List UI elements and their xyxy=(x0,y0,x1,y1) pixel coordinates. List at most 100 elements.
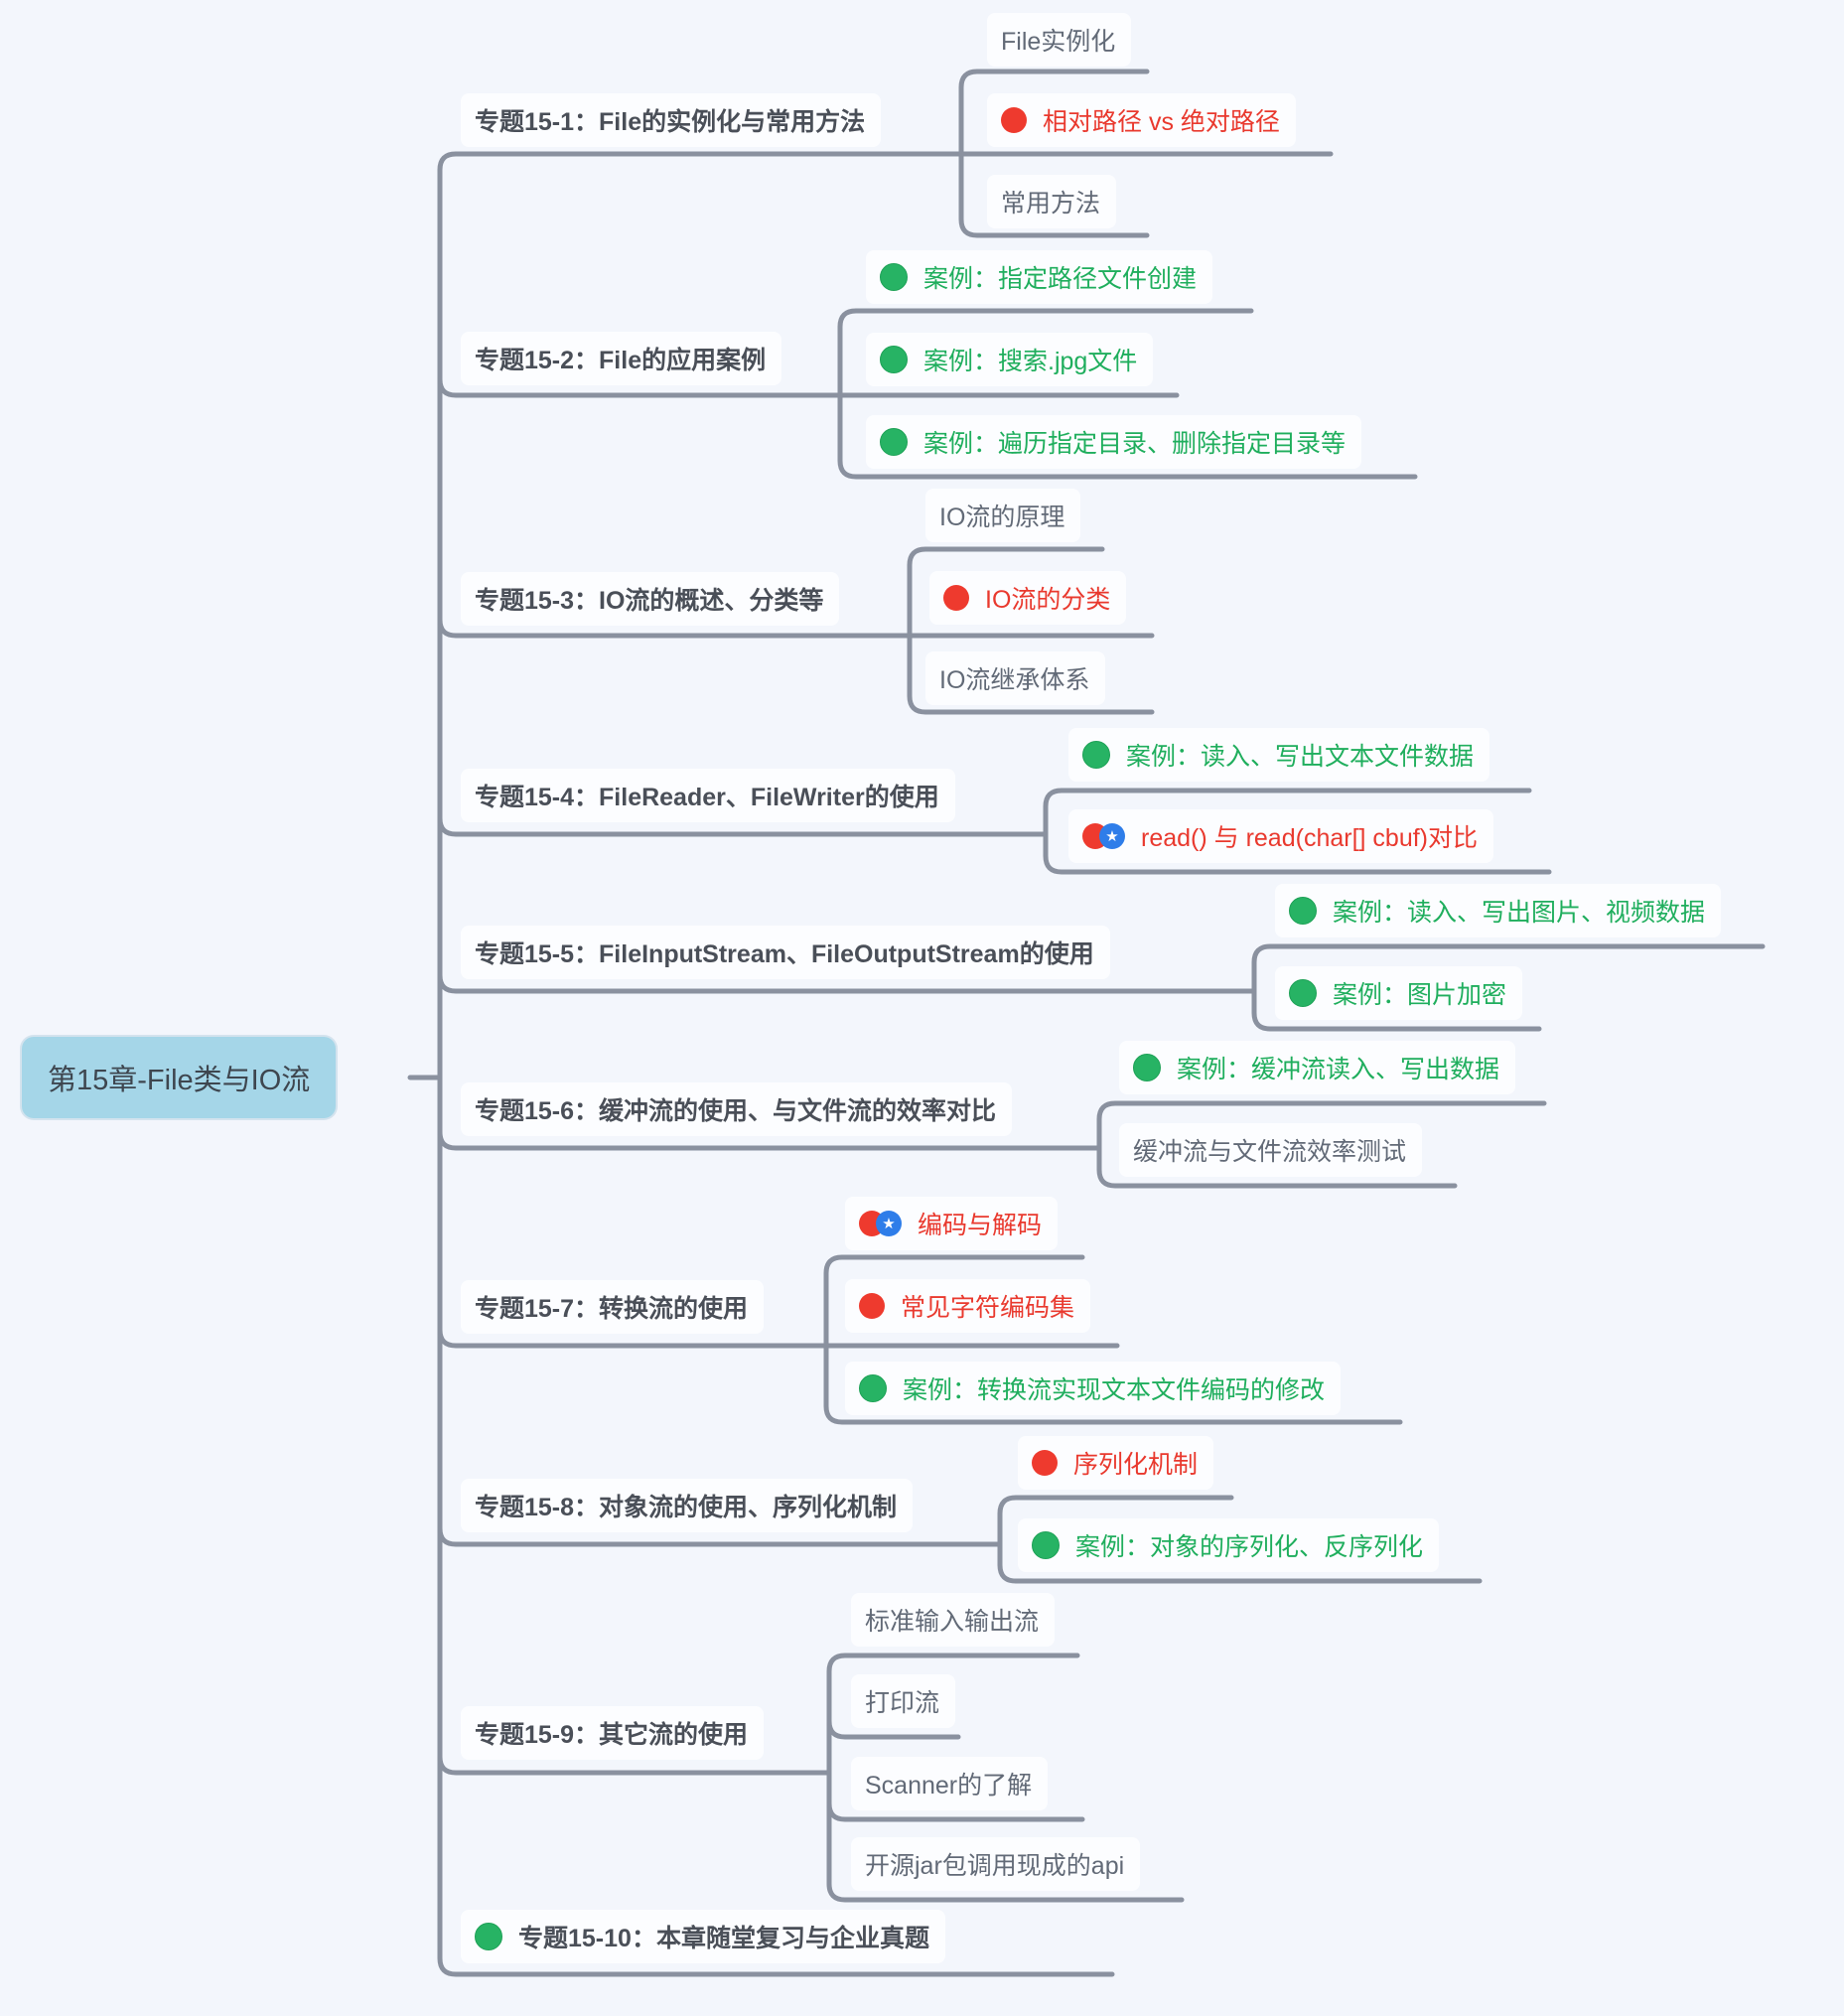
red-dot-icon xyxy=(1032,1450,1058,1476)
child-label: 案例：搜索.jpg文件 xyxy=(923,348,1138,375)
topic-label: 专题15-7：转换流的使用 xyxy=(475,1295,749,1323)
child-node[interactable]: 案例：读入、写出文本文件数据 xyxy=(1068,728,1490,782)
branch-connector xyxy=(437,1525,1003,1547)
child-label: 编码与解码 xyxy=(918,1212,1043,1239)
topic-label: 专题15-1：File的实例化与常用方法 xyxy=(475,108,866,136)
topic-node-15-5[interactable]: 专题15-5：FileInputStream、FileOutputStream的… xyxy=(461,926,1110,979)
child-node[interactable]: read() 与 read(char[] cbuf)对比 xyxy=(1068,809,1493,863)
bracket-connector xyxy=(997,1495,1483,1584)
child-node[interactable]: 相对路径 vs 绝对路径 xyxy=(987,93,1296,147)
child-label: 案例：图片加密 xyxy=(1333,981,1507,1009)
child-node[interactable]: 标准输入输出流 xyxy=(851,1593,1056,1647)
child-label: 常用方法 xyxy=(1001,190,1101,217)
bracket-connector xyxy=(907,546,1155,715)
star-badge-icon xyxy=(1082,823,1125,849)
branch-connector xyxy=(437,972,1257,994)
child-node[interactable]: 案例：读入、写出图片、视频数据 xyxy=(1275,884,1722,937)
child-node[interactable]: IO流的原理 xyxy=(925,489,1081,542)
topic-node-15-10[interactable]: 专题15-10：本章随堂复习与企业真题 xyxy=(461,1910,945,1963)
red-dot-icon xyxy=(859,1293,885,1319)
child-label: 案例：对象的序列化、反序列化 xyxy=(1075,1533,1424,1561)
green-dot-icon xyxy=(880,428,908,456)
child-label: 标准输入输出流 xyxy=(865,1608,1040,1636)
topic-node-15-7[interactable]: 专题15-7：转换流的使用 xyxy=(461,1280,765,1334)
green-dot-icon xyxy=(1289,979,1317,1007)
child-label: 案例：遍历指定目录、删除指定目录等 xyxy=(923,430,1347,458)
child-label: 案例：转换流实现文本文件编码的修改 xyxy=(903,1376,1326,1404)
child-node[interactable]: 序列化机制 xyxy=(1018,1436,1214,1490)
child-node[interactable]: 打印流 xyxy=(851,1674,956,1728)
child-label: 缓冲流与文件流效率测试 xyxy=(1133,1138,1407,1166)
bracket-connector xyxy=(1251,943,1766,1032)
child-label: 案例：读入、写出图片、视频数据 xyxy=(1333,899,1706,927)
child-node[interactable]: 编码与解码 xyxy=(845,1197,1059,1250)
child-label: 相对路径 vs 绝对路径 xyxy=(1043,108,1280,136)
bracket-connector xyxy=(826,1800,1085,1822)
red-dot-icon xyxy=(943,585,969,611)
star-icon xyxy=(1099,823,1125,849)
green-dot-icon xyxy=(1289,897,1317,925)
branch-connector xyxy=(437,376,1180,398)
topic-label: 专题15-4：FileReader、FileWriter的使用 xyxy=(475,784,939,811)
star-icon xyxy=(876,1211,902,1236)
green-dot-icon xyxy=(859,1374,887,1402)
topic-node-15-4[interactable]: 专题15-4：FileReader、FileWriter的使用 xyxy=(461,769,955,822)
child-node[interactable]: 缓冲流与文件流效率测试 xyxy=(1119,1123,1423,1177)
bracket-connector xyxy=(1043,788,1552,875)
topic-node-15-2[interactable]: 专题15-2：File的应用案例 xyxy=(461,332,782,385)
root-node[interactable]: 第15章-File类与IO流 xyxy=(22,1037,337,1118)
topic-node-15-8[interactable]: 专题15-8：对象流的使用、序列化机制 xyxy=(461,1479,914,1532)
child-label: Scanner的了解 xyxy=(865,1772,1033,1800)
child-label: 常见字符编码集 xyxy=(901,1294,1075,1322)
child-label: IO流的原理 xyxy=(939,504,1065,531)
topic-label: 专题15-5：FileInputStream、FileOutputStream的… xyxy=(475,940,1094,968)
child-label: 开源jar包调用现成的api xyxy=(865,1852,1125,1880)
child-label: read() 与 read(char[] cbuf)对比 xyxy=(1141,824,1478,852)
child-node[interactable]: 案例：遍历指定目录、删除指定目录等 xyxy=(866,415,1362,469)
child-node[interactable]: 案例：对象的序列化、反序列化 xyxy=(1018,1518,1440,1572)
child-node[interactable]: 案例：搜索.jpg文件 xyxy=(866,333,1154,386)
child-node[interactable]: 案例：图片加密 xyxy=(1275,966,1523,1020)
green-dot-icon xyxy=(880,346,908,373)
child-label: IO流的分类 xyxy=(985,586,1111,614)
green-dot-icon xyxy=(1032,1531,1060,1559)
child-node[interactable]: 案例：转换流实现文本文件编码的修改 xyxy=(845,1362,1342,1415)
topic-node-15-1[interactable]: 专题15-1：File的实例化与常用方法 xyxy=(461,93,882,147)
child-node[interactable]: 开源jar包调用现成的api xyxy=(851,1837,1141,1891)
child-node[interactable]: IO流的分类 xyxy=(929,571,1127,625)
child-label: 打印流 xyxy=(865,1689,940,1717)
green-dot-icon xyxy=(1133,1054,1161,1081)
red-dot-icon xyxy=(1001,107,1027,133)
child-label: 案例：指定路径文件创建 xyxy=(923,265,1198,293)
bracket-connector xyxy=(837,308,1418,480)
child-node[interactable]: 案例：指定路径文件创建 xyxy=(866,250,1213,304)
branch-connector xyxy=(437,1754,832,1776)
child-node[interactable]: Scanner的了解 xyxy=(851,1757,1049,1810)
bracket-connector xyxy=(826,1718,961,1740)
child-node[interactable]: 常用方法 xyxy=(987,175,1117,228)
topic-label: 专题15-10：本章随堂复习与企业真题 xyxy=(518,1925,929,1952)
topic-label: 专题15-2：File的应用案例 xyxy=(475,347,767,374)
branch-connector xyxy=(437,1129,1102,1151)
green-dot-icon xyxy=(475,1923,502,1950)
topic-node-15-9[interactable]: 专题15-9：其它流的使用 xyxy=(461,1706,765,1760)
branch-connector xyxy=(437,815,1049,837)
topic-label: 专题15-9：其它流的使用 xyxy=(475,1721,749,1749)
topic-node-15-3[interactable]: 专题15-3：IO流的概述、分类等 xyxy=(461,572,840,626)
bracket-connector xyxy=(958,69,1150,238)
child-node[interactable]: File实例化 xyxy=(987,13,1132,67)
child-node[interactable]: 常见字符编码集 xyxy=(845,1279,1091,1333)
branch-connector xyxy=(437,1327,1120,1349)
topic-label: 专题15-8：对象流的使用、序列化机制 xyxy=(475,1494,898,1521)
child-node[interactable]: IO流继承体系 xyxy=(925,651,1106,705)
topic-label: 专题15-3：IO流的概述、分类等 xyxy=(475,587,824,615)
child-node[interactable]: 案例：缓冲流读入、写出数据 xyxy=(1119,1041,1516,1094)
child-label: 案例：读入、写出文本文件数据 xyxy=(1126,743,1475,771)
green-dot-icon xyxy=(1082,741,1110,769)
topic-node-15-6[interactable]: 专题15-6：缓冲流的使用、与文件流的效率对比 xyxy=(461,1082,1013,1136)
bracket-connector xyxy=(826,1653,1185,1903)
green-dot-icon xyxy=(880,263,908,291)
child-label: File实例化 xyxy=(1001,28,1116,56)
